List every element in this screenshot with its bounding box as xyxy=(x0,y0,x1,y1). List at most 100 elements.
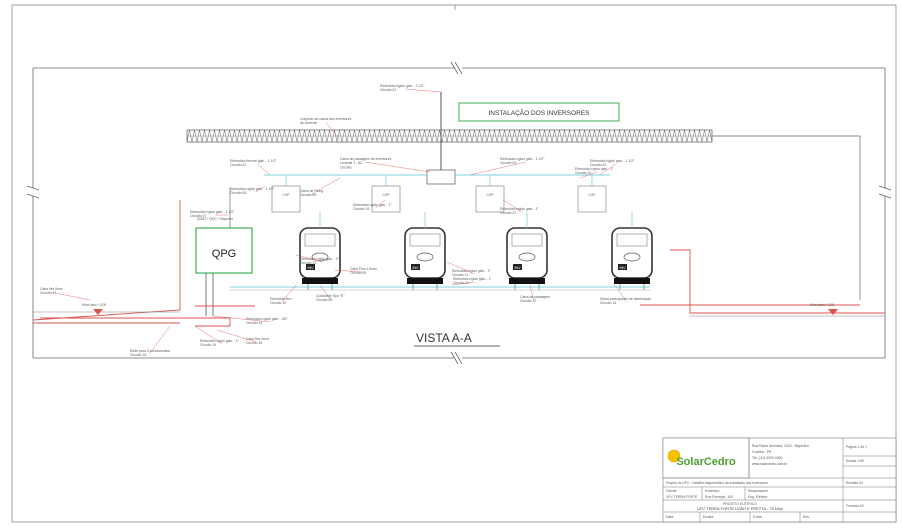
tb-r3c2: Folha xyxy=(753,515,762,519)
junction-box xyxy=(271,185,301,213)
floor-marker-right: Nível piso / 0,00 xyxy=(810,303,834,307)
inverter-banner: INSTALAÇÃO DOS INVERSORES xyxy=(488,108,590,117)
leader-note: Eletroduto rígido galv. - 2"Circuito 11 xyxy=(446,261,492,277)
inverter: INV xyxy=(611,212,653,290)
junction-box-caption: CXP xyxy=(487,193,495,197)
leader-note-text: Circuito 21 xyxy=(500,211,516,215)
leader-note-text: Eletroduto rígido galv. - 1" xyxy=(353,203,393,207)
section-frame xyxy=(26,61,892,365)
leader-note-text: Eletroduto rígido galv. - 1 1/2" xyxy=(590,159,635,163)
leader-note: Eletroduto rígido galv. - 1 1/2"Circuito… xyxy=(190,210,235,218)
leader-note-text: Rede para Concessionária xyxy=(130,349,170,353)
company-line-2: Curitiba - PR xyxy=(752,450,772,454)
inverter-caption: INV xyxy=(413,266,420,270)
leader-note: Eletroduto rígido galv. - 1"Circuito 16 xyxy=(194,325,240,347)
tb-right-4: Formato A3 xyxy=(846,504,864,508)
junction-box-caption: CXP xyxy=(383,193,391,197)
pv-module-strip xyxy=(186,129,713,143)
leader-note-text: Eletroduto rígido galv. - 3/4" xyxy=(246,317,288,321)
inverter-badge xyxy=(411,264,420,270)
leader-note-text: Saída para quadro de distribuição xyxy=(600,297,651,301)
leader-note: Eletroduto rígido galv. - 1"Circuito 20 xyxy=(575,167,615,179)
leader-note: Eletroduto rígido galv. - 2"Circuito 23 xyxy=(295,254,340,265)
leader-note-text: Circuito 02 xyxy=(230,163,246,167)
tb-r0c1: Endereço xyxy=(705,489,720,493)
leader-pointer xyxy=(579,171,598,179)
leader-pointer xyxy=(469,161,526,176)
leader-note-text: Circuito 07 xyxy=(190,214,206,218)
leader-note: Eletroduto rígido galv. - 1 1/2"Circuito… xyxy=(469,157,545,176)
grade-marker-left xyxy=(93,309,103,315)
tb-r1c2: Eng. Elétrico xyxy=(748,495,767,499)
leader-note-text: Circuito 18 xyxy=(130,353,146,357)
tb-r3c0: Data xyxy=(666,515,673,519)
leader-pointer xyxy=(281,284,297,303)
leader-note-text: Conjunto de cabos dos inversores xyxy=(300,117,352,121)
inverter-units: INV INV INV INV xyxy=(299,212,653,290)
leader-pointer xyxy=(405,88,442,93)
leader-note: Eletroduto rígido galv. - 1 1/2"Circuito… xyxy=(590,159,635,176)
leader-note-text: Eletroduto rígido galv. - 2 1/2" xyxy=(380,84,425,88)
grade-lines xyxy=(33,311,885,317)
inverter-caption: INV xyxy=(620,266,627,270)
company-line-3: Tel.: (41) 3000-0000 xyxy=(752,456,782,460)
qpg-panel xyxy=(195,227,253,274)
title-block: SolarCedro Rua Padre Anchieta, 1923 - Bi… xyxy=(662,437,897,523)
leader-pointer xyxy=(194,325,223,345)
strip-drop xyxy=(712,135,861,300)
combiner-box xyxy=(426,169,456,185)
leader-note-text: Caixa de passagem xyxy=(520,295,550,299)
tb-right-2: Escala 1:50 xyxy=(846,459,864,463)
leader-note-text: Caixa de passagem de inversores xyxy=(340,157,392,161)
leader-note-text: Cabo Flex 1,5mm xyxy=(350,267,377,271)
inverter-display xyxy=(616,233,648,247)
tb-project-label: PROJETO ELÉTRICO xyxy=(723,501,757,506)
inverter: INV xyxy=(404,212,446,290)
inverter-caption: INV xyxy=(515,266,522,270)
leader-note-text: Circuito 16 xyxy=(200,343,216,347)
leader-pointer xyxy=(446,261,475,275)
junction-box-caption: CXP xyxy=(589,193,597,197)
leader-note: Eletroduto rígido galv. - 3/4"Circuito 1… xyxy=(212,315,288,325)
view-title: VISTA A-A xyxy=(416,331,472,345)
inverter-display xyxy=(409,233,441,247)
tb-r3c1: Escala xyxy=(703,515,713,519)
inverter-logo xyxy=(311,252,329,262)
inverter-badge xyxy=(306,264,315,270)
grade-marker-right xyxy=(828,309,838,315)
leader-note-text: corrente 1 - AC xyxy=(340,161,363,165)
leader-pointer xyxy=(212,315,271,323)
tb-r0c0: Cliente xyxy=(666,489,677,493)
leader-pointer xyxy=(50,291,91,301)
junction-box xyxy=(371,185,401,213)
tb-right-1: Página 1 de 1 xyxy=(846,445,867,449)
qpg-panel-label: QPG xyxy=(212,248,236,260)
strip-zigzag xyxy=(186,129,713,143)
tb-right-3: Revisão 00 xyxy=(846,481,863,485)
leader-note-text: Eletroduto rígido galv. - 1" xyxy=(575,167,615,171)
inverter-banner-box xyxy=(458,102,620,122)
inverter-caption: INV xyxy=(308,266,315,270)
inverter-badge xyxy=(618,264,627,270)
leader-note-text: Eletroduto rígido galv. - 1" xyxy=(453,277,493,281)
inverter-badge xyxy=(513,264,522,270)
leader-note-text: Circuito xyxy=(340,165,352,169)
leader-pointer xyxy=(334,269,363,273)
leader-pointer xyxy=(529,284,534,301)
leader-note-text: Condulete Tipo "E" xyxy=(316,294,345,298)
leader-note: Eletroduto flexível galv. - 1 1/2"Circui… xyxy=(230,159,277,176)
leader-pointer xyxy=(325,121,341,141)
leader-pointer xyxy=(295,254,323,263)
leader-note-text: Circuito 03 xyxy=(500,161,516,165)
leader-pointer xyxy=(216,329,257,343)
leader-note: Eletroduto rígido galv. - 2 1/2"Circuito… xyxy=(380,84,442,93)
